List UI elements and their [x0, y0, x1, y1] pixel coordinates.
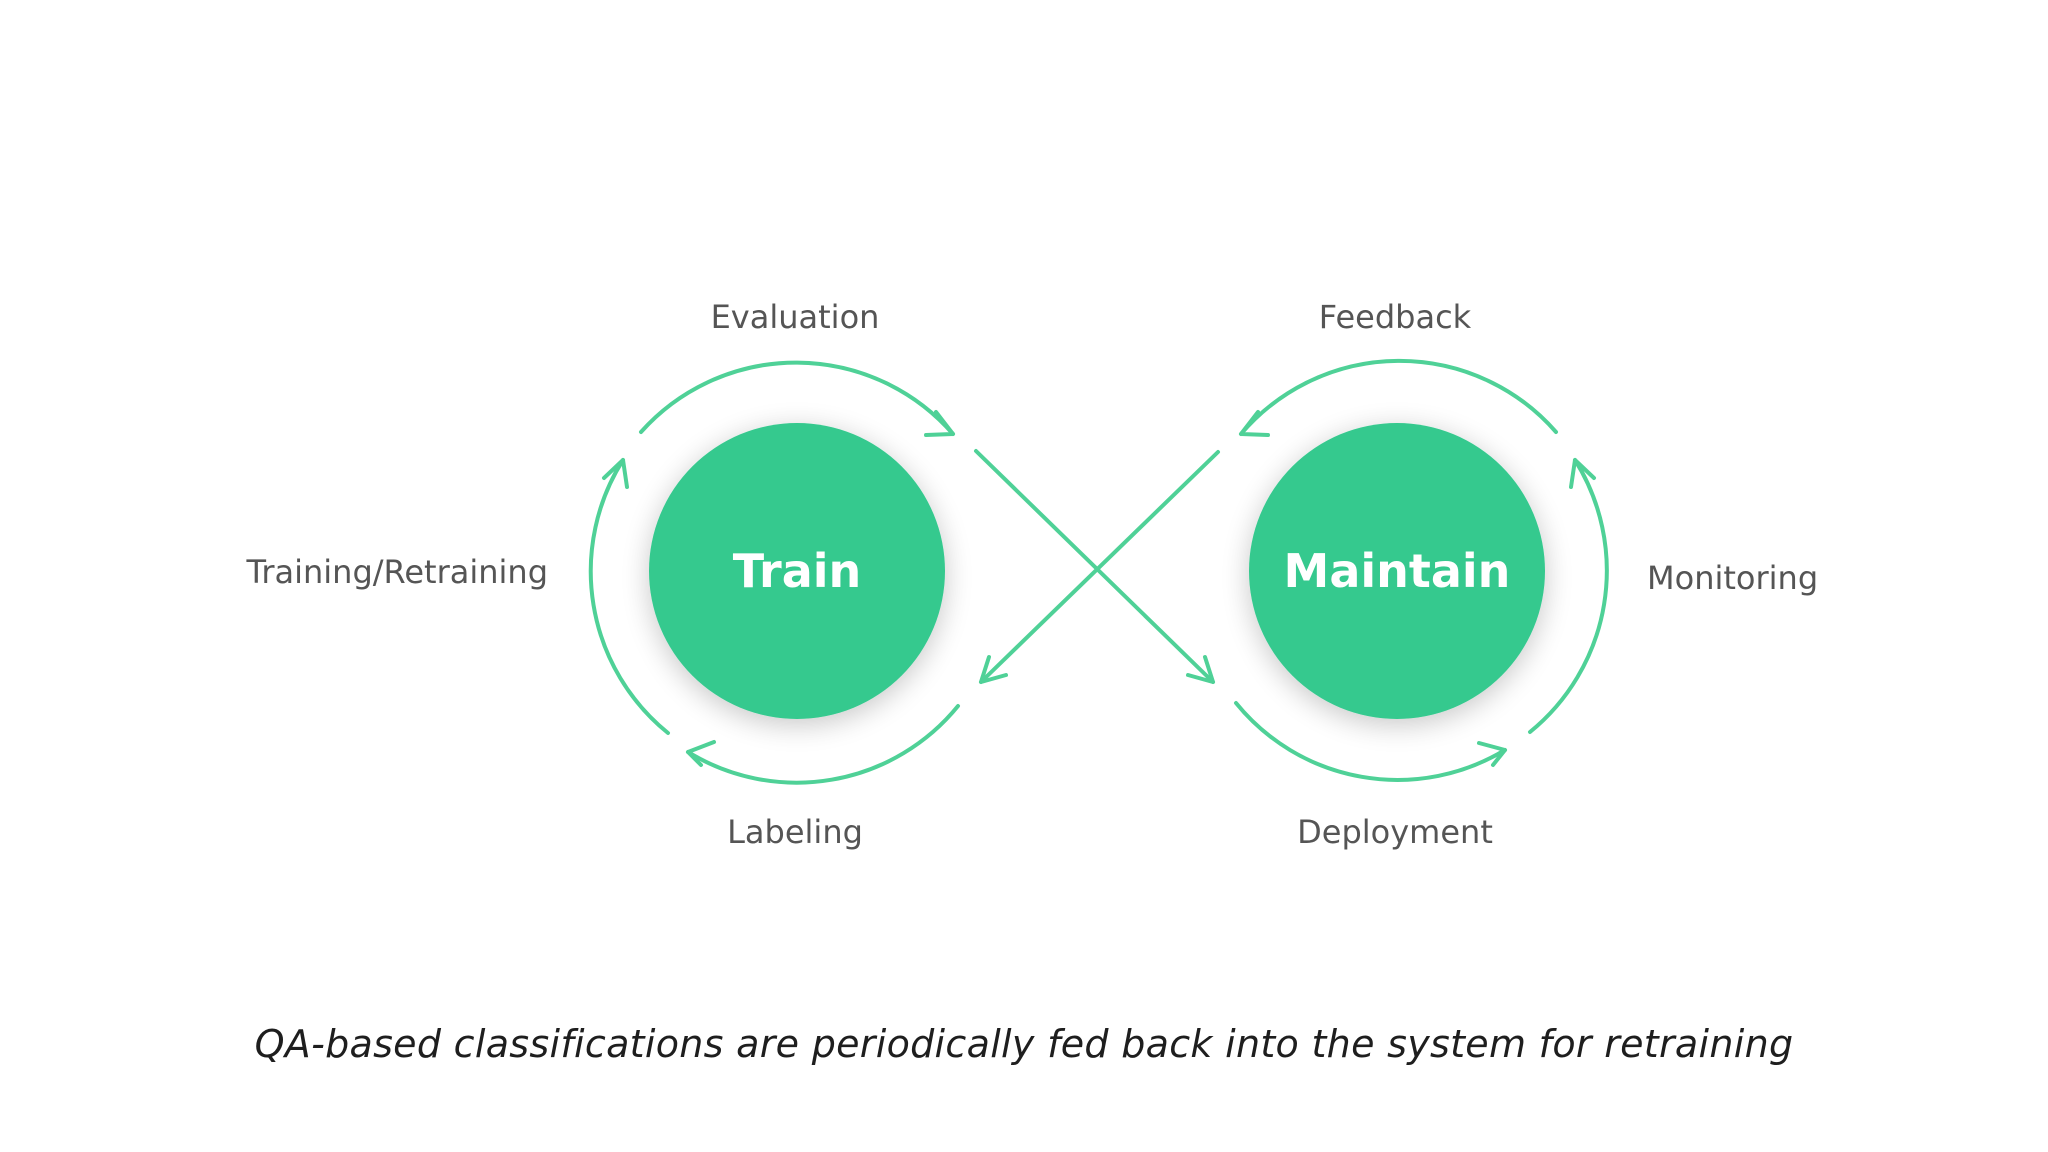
- crossing-line-up: [979, 450, 1220, 684]
- train-node-label: Train: [733, 544, 862, 598]
- arc-training: [588, 458, 670, 735]
- arc-evaluation: [639, 360, 955, 436]
- train-node: [649, 423, 945, 719]
- arrowhead-crossing-up: [979, 655, 1008, 684]
- arc-deployment: [1234, 701, 1507, 782]
- arrowhead-deployment: [1477, 741, 1507, 767]
- crossing-line-down: [974, 449, 1215, 684]
- labeling-label: Labeling: [727, 813, 863, 851]
- feedback-label: Feedback: [1319, 298, 1472, 336]
- arc-labeling: [686, 704, 960, 785]
- evaluation-label: Evaluation: [711, 298, 880, 336]
- arrowhead-labeling: [686, 740, 716, 767]
- arc-feedback: [1239, 358, 1558, 436]
- arrowhead-training: [602, 458, 629, 489]
- arrowhead-monitoring: [1569, 458, 1596, 489]
- deployment-label: Deployment: [1297, 813, 1493, 851]
- maintain-node-label: Maintain: [1284, 544, 1511, 598]
- arrowhead-feedback: [1239, 410, 1270, 437]
- monitoring-label: Monitoring: [1647, 559, 1818, 597]
- arrowhead-crossing-down: [1186, 655, 1215, 684]
- diagram-caption: QA-based classifications are periodicall…: [254, 1022, 1794, 1066]
- arc-monitoring: [1528, 458, 1609, 734]
- maintain-node: [1249, 423, 1545, 719]
- arrowhead-evaluation: [924, 410, 955, 437]
- training-retraining-label: Training/Retraining: [246, 553, 549, 591]
